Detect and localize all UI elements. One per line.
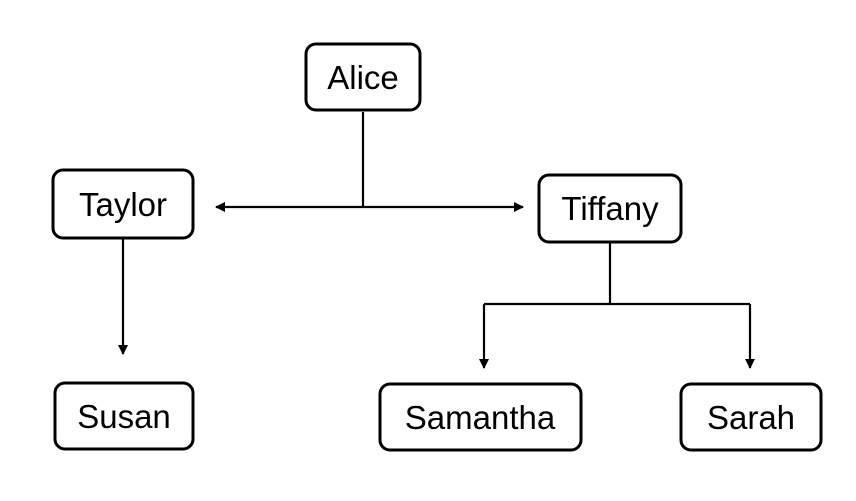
node-taylor: Taylor bbox=[51, 168, 195, 240]
node-tiffany-label: Tiffany bbox=[561, 190, 659, 227]
node-tiffany: Tiffany bbox=[537, 173, 683, 244]
node-susan: Susan bbox=[53, 381, 195, 451]
connectors bbox=[118, 112, 755, 369]
node-alice-label: Alice bbox=[327, 59, 399, 96]
node-samantha-label: Samantha bbox=[405, 399, 556, 436]
node-samantha: Samantha bbox=[378, 382, 583, 452]
node-taylor-label: Taylor bbox=[79, 186, 167, 223]
node-alice: Alice bbox=[304, 42, 422, 112]
node-sarah: Sarah bbox=[679, 382, 823, 452]
node-sarah-label: Sarah bbox=[707, 399, 795, 436]
node-susan-label: Susan bbox=[77, 398, 171, 435]
